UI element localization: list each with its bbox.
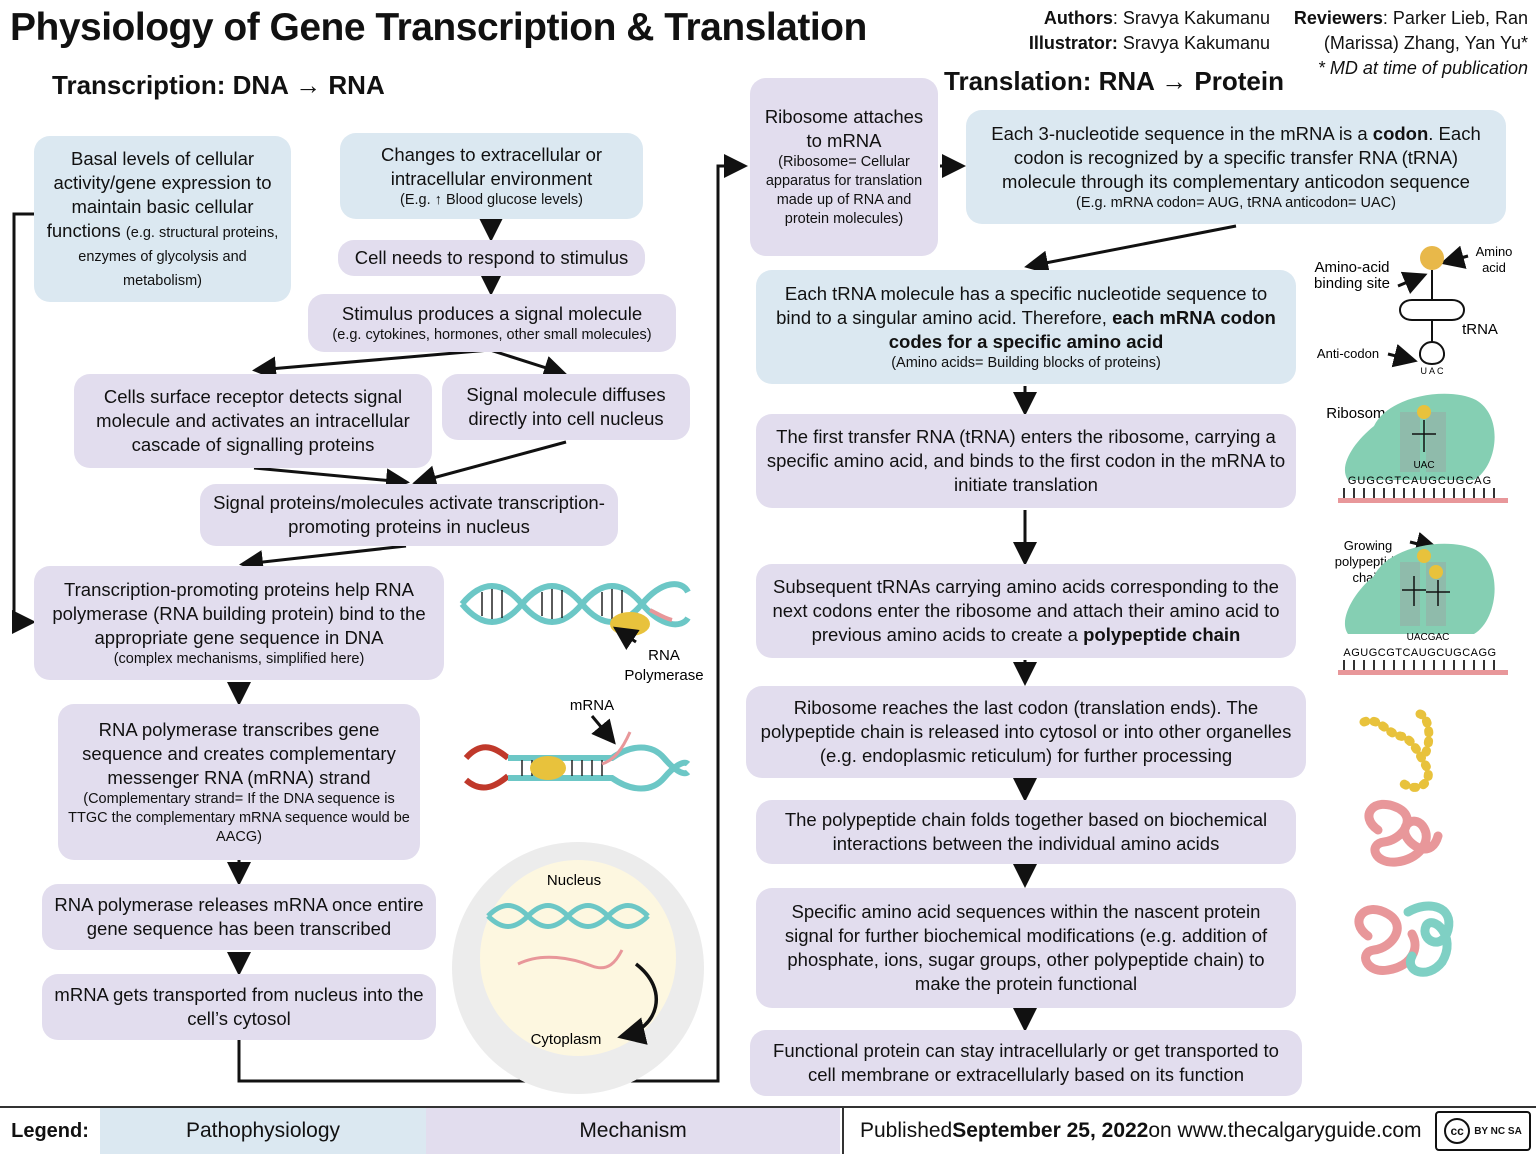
signal-box: Stimulus produces a signal molecule (e.g… — [308, 294, 676, 352]
changes-box: Changes to extracellular or intracellula… — [340, 133, 643, 219]
diffuses-box: Signal molecule diffuses directly into c… — [442, 374, 690, 440]
legend-mechanism: Mechanism — [426, 1108, 840, 1154]
mrna-sequence-1: GUGCGTCAUGCUGCAG — [1348, 475, 1492, 487]
transcription-heading: Transcription: DNA → RNA — [52, 70, 385, 100]
transcription-illustrations: RNA Polymerase mRNA Nucleus Cytoplasm — [452, 581, 704, 1094]
modifications-box: Specific amino acid sequences within the… — [756, 888, 1296, 1008]
mrna-label: mRNA — [570, 697, 614, 714]
trna-box: Each tRNA molecule has a specific nucleo… — [756, 270, 1296, 384]
cytoplasm-label: Cytoplasm — [531, 1031, 602, 1048]
published-info: Published September 25, 2022 on www.thec… — [842, 1108, 1432, 1154]
amino-acid-icon — [1420, 246, 1444, 270]
dna-helix-icon — [459, 581, 691, 628]
rna-polymerase-icon — [610, 612, 650, 636]
cc-license-icon: cc BY NC SA — [1434, 1108, 1532, 1154]
authors-credit: Authors: Sravya Kakumanu Illustrator: Sr… — [1028, 8, 1270, 53]
last-codon-box: Ribosome reaches the last codon (transla… — [746, 686, 1306, 778]
basal-box: Basal levels of cellular activity/gene e… — [34, 136, 291, 302]
rna-polymerase-label-2: Polymerase — [624, 667, 703, 684]
folded-protein-icon — [1364, 799, 1443, 867]
transcribing-dna-icon — [463, 731, 691, 792]
legend-bar: Legend: Pathophysiology Mechanism Publis… — [0, 1106, 1536, 1154]
respond-box: Cell needs to respond to stimulus — [338, 240, 645, 276]
ribosome-attaches-box: Ribosome attaches to mRNA (Ribosome= Cel… — [750, 78, 938, 256]
legend-label: Legend: — [11, 1119, 89, 1142]
trna-label: tRNA — [1462, 321, 1498, 338]
transported-box: mRNA gets transported from nucleus into … — [42, 974, 436, 1040]
trna-icon — [1399, 270, 1465, 366]
nucleus-label: Nucleus — [547, 872, 601, 889]
transcribes-box: RNA polymerase transcribes gene sequence… — [58, 704, 420, 860]
page-title: Physiology of Gene Transcription & Trans… — [10, 6, 867, 49]
ribosome-anticodon-1: UAC — [1413, 460, 1434, 471]
reviewers-credit: Reviewers: Parker Lieb, Ran (Marissa) Zh… — [1293, 8, 1528, 78]
releases-box: RNA polymerase releases mRNA once entire… — [42, 884, 436, 950]
polymerase-on-dna-icon — [530, 756, 566, 780]
mrna-sequence-2: AGUGCGTCAUGCUGCAGG — [1343, 647, 1496, 659]
modification-icon — [1403, 901, 1454, 977]
activate-box: Signal proteins/molecules activate trans… — [200, 484, 618, 546]
functional-box: Functional protein can stay intracellula… — [750, 1030, 1302, 1096]
polypeptide-chain-icon — [1359, 709, 1434, 792]
codon-box: Each 3-nucleotide sequence in the mRNA i… — [966, 110, 1506, 224]
promote-box: Transcription-promoting proteins help RN… — [34, 566, 444, 680]
folds-box: The polypeptide chain folds together bas… — [756, 800, 1296, 864]
ribosome-anticodon-2: UACGAC — [1407, 632, 1450, 643]
anti-codon-label: Anti-codon — [1317, 346, 1379, 361]
translation-heading: Translation: RNA → Protein — [944, 66, 1284, 96]
first-trna-box: The first transfer RNA (tRNA) enters the… — [756, 414, 1296, 508]
nucleus-dna-icon — [486, 903, 650, 929]
ribosome-label: Ribosome — [1326, 405, 1394, 422]
nucleus-icon — [480, 860, 676, 1056]
receptor-box: Cells surface receptor detects signal mo… — [74, 374, 432, 468]
legend-pathophysiology: Pathophysiology — [100, 1108, 426, 1154]
nucleus-mrna-icon — [517, 949, 624, 970]
trna-anticodon-letters: U A C — [1420, 366, 1444, 376]
subsequent-trna-box: Subsequent tRNAs carrying amino acids co… — [756, 564, 1296, 658]
rna-polymerase-label: RNA — [648, 647, 680, 664]
functional-protein-icon — [1354, 905, 1420, 975]
